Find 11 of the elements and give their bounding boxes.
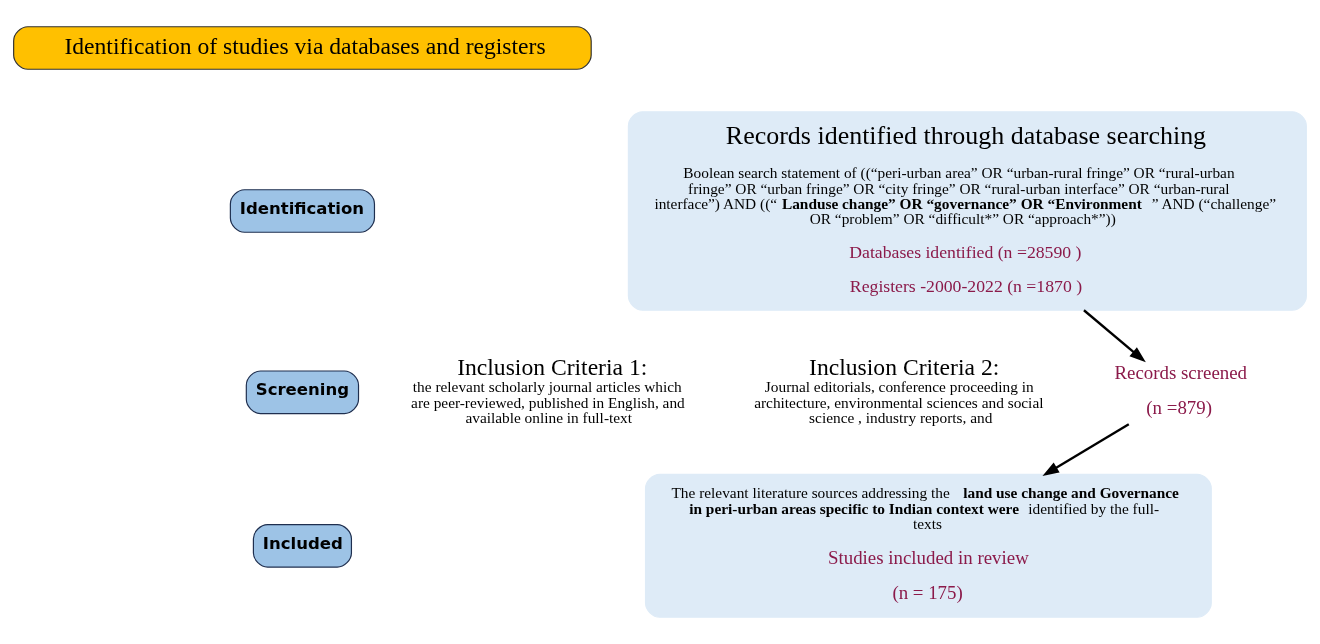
node-box: Included [252,523,353,568]
arrow [1042,423,1130,477]
node-box: Screening [245,370,360,415]
node-box: Records identified through database searching Boolean search statement of ((“peri-urban area” OR “urban-rural fringe” OR “rural-urban fringe” OR “urban fringe” OR “city fringe” OR “rural-urban interface” OR “urban-rural interface”) AND ((“Landuse change” OR “governance” OR “Environment” AND (“challenge” OR “problem” OR “difficult*” OR “approach*”)) Databases identified (n =28590 ) Registers -2000-2022 (n =1870 ) [627,111,1307,311]
node-text: Records screened (n =879) [1114,362,1248,419]
node-box: The relevant literature sources addressing the land use change and Governance in peri-urban areas specific to Indian context were identified by the full-texts Studies included in review (n = 175) [644,473,1212,618]
label: Inclusion Criteria 2: Journal editorials, conference proceeding in architecture, environmental sciences and social science , industry reports, and [754,354,1044,426]
node-box: Identification [229,189,376,233]
arrow [1083,309,1146,363]
label: Inclusion Criteria 1: the relevant scholarly journal articles which are peer-reviewed, published in English, and available online in full-text [411,354,685,426]
node-box: Identification of studies via databases and registers [13,26,592,70]
